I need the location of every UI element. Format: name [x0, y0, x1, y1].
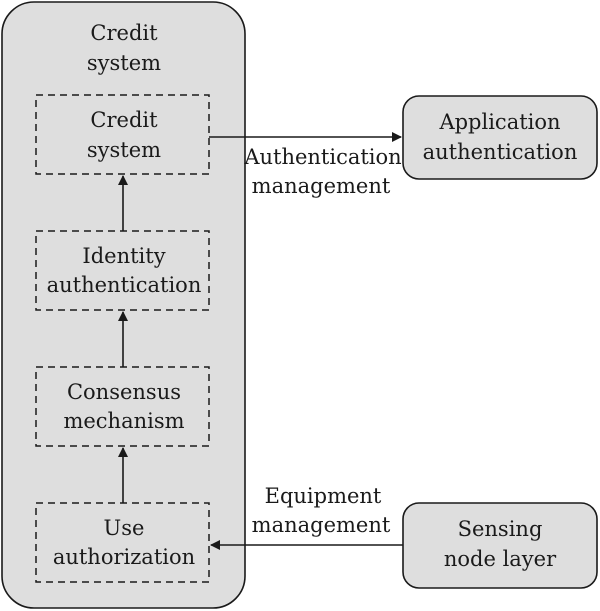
stack-box-credit-system-line2: system — [87, 138, 161, 162]
edge-label-authentication-line1: Authentication — [243, 145, 401, 169]
application-authentication-box: Application authentication — [402, 95, 598, 180]
stack-box-consensus-mechanism: Consensus mechanism — [35, 366, 210, 447]
sensing-box-line1: Sensing — [458, 517, 543, 541]
edge-label-equipment-line2: management — [252, 513, 391, 537]
stack-box-identity-authentication-line1: Identity — [82, 244, 165, 268]
stack-box-credit-system: Credit system — [35, 94, 210, 175]
stack-box-identity-authentication: Identity authentication — [35, 230, 210, 311]
outer-box-title-line2: system — [87, 51, 161, 75]
outer-box-title-line1: Credit — [90, 21, 158, 45]
sensing-box-line2: node layer — [444, 547, 557, 571]
stack-box-consensus-mechanism-line1: Consensus — [67, 380, 181, 404]
stack-box-consensus-mechanism-line2: mechanism — [63, 409, 184, 433]
outer-credit-system-box: Credit system — [1, 1, 246, 609]
stack-box-use-authorization-line2: authorization — [53, 545, 195, 569]
application-box-line2: authentication — [423, 140, 578, 164]
stack-box-use-authorization-line1: Use — [104, 516, 145, 540]
stack-box-use-authorization: Use authorization — [35, 502, 210, 583]
application-box-line1: Application — [438, 110, 560, 134]
stack-box-identity-authentication-line2: authentication — [47, 273, 202, 297]
edge-label-equipment-line1: Equipment — [265, 484, 382, 508]
edge-label-authentication-line2: management — [252, 174, 391, 198]
stack-box-credit-system-line1: Credit — [90, 108, 158, 132]
sensing-node-layer-box: Sensing node layer — [402, 502, 598, 589]
